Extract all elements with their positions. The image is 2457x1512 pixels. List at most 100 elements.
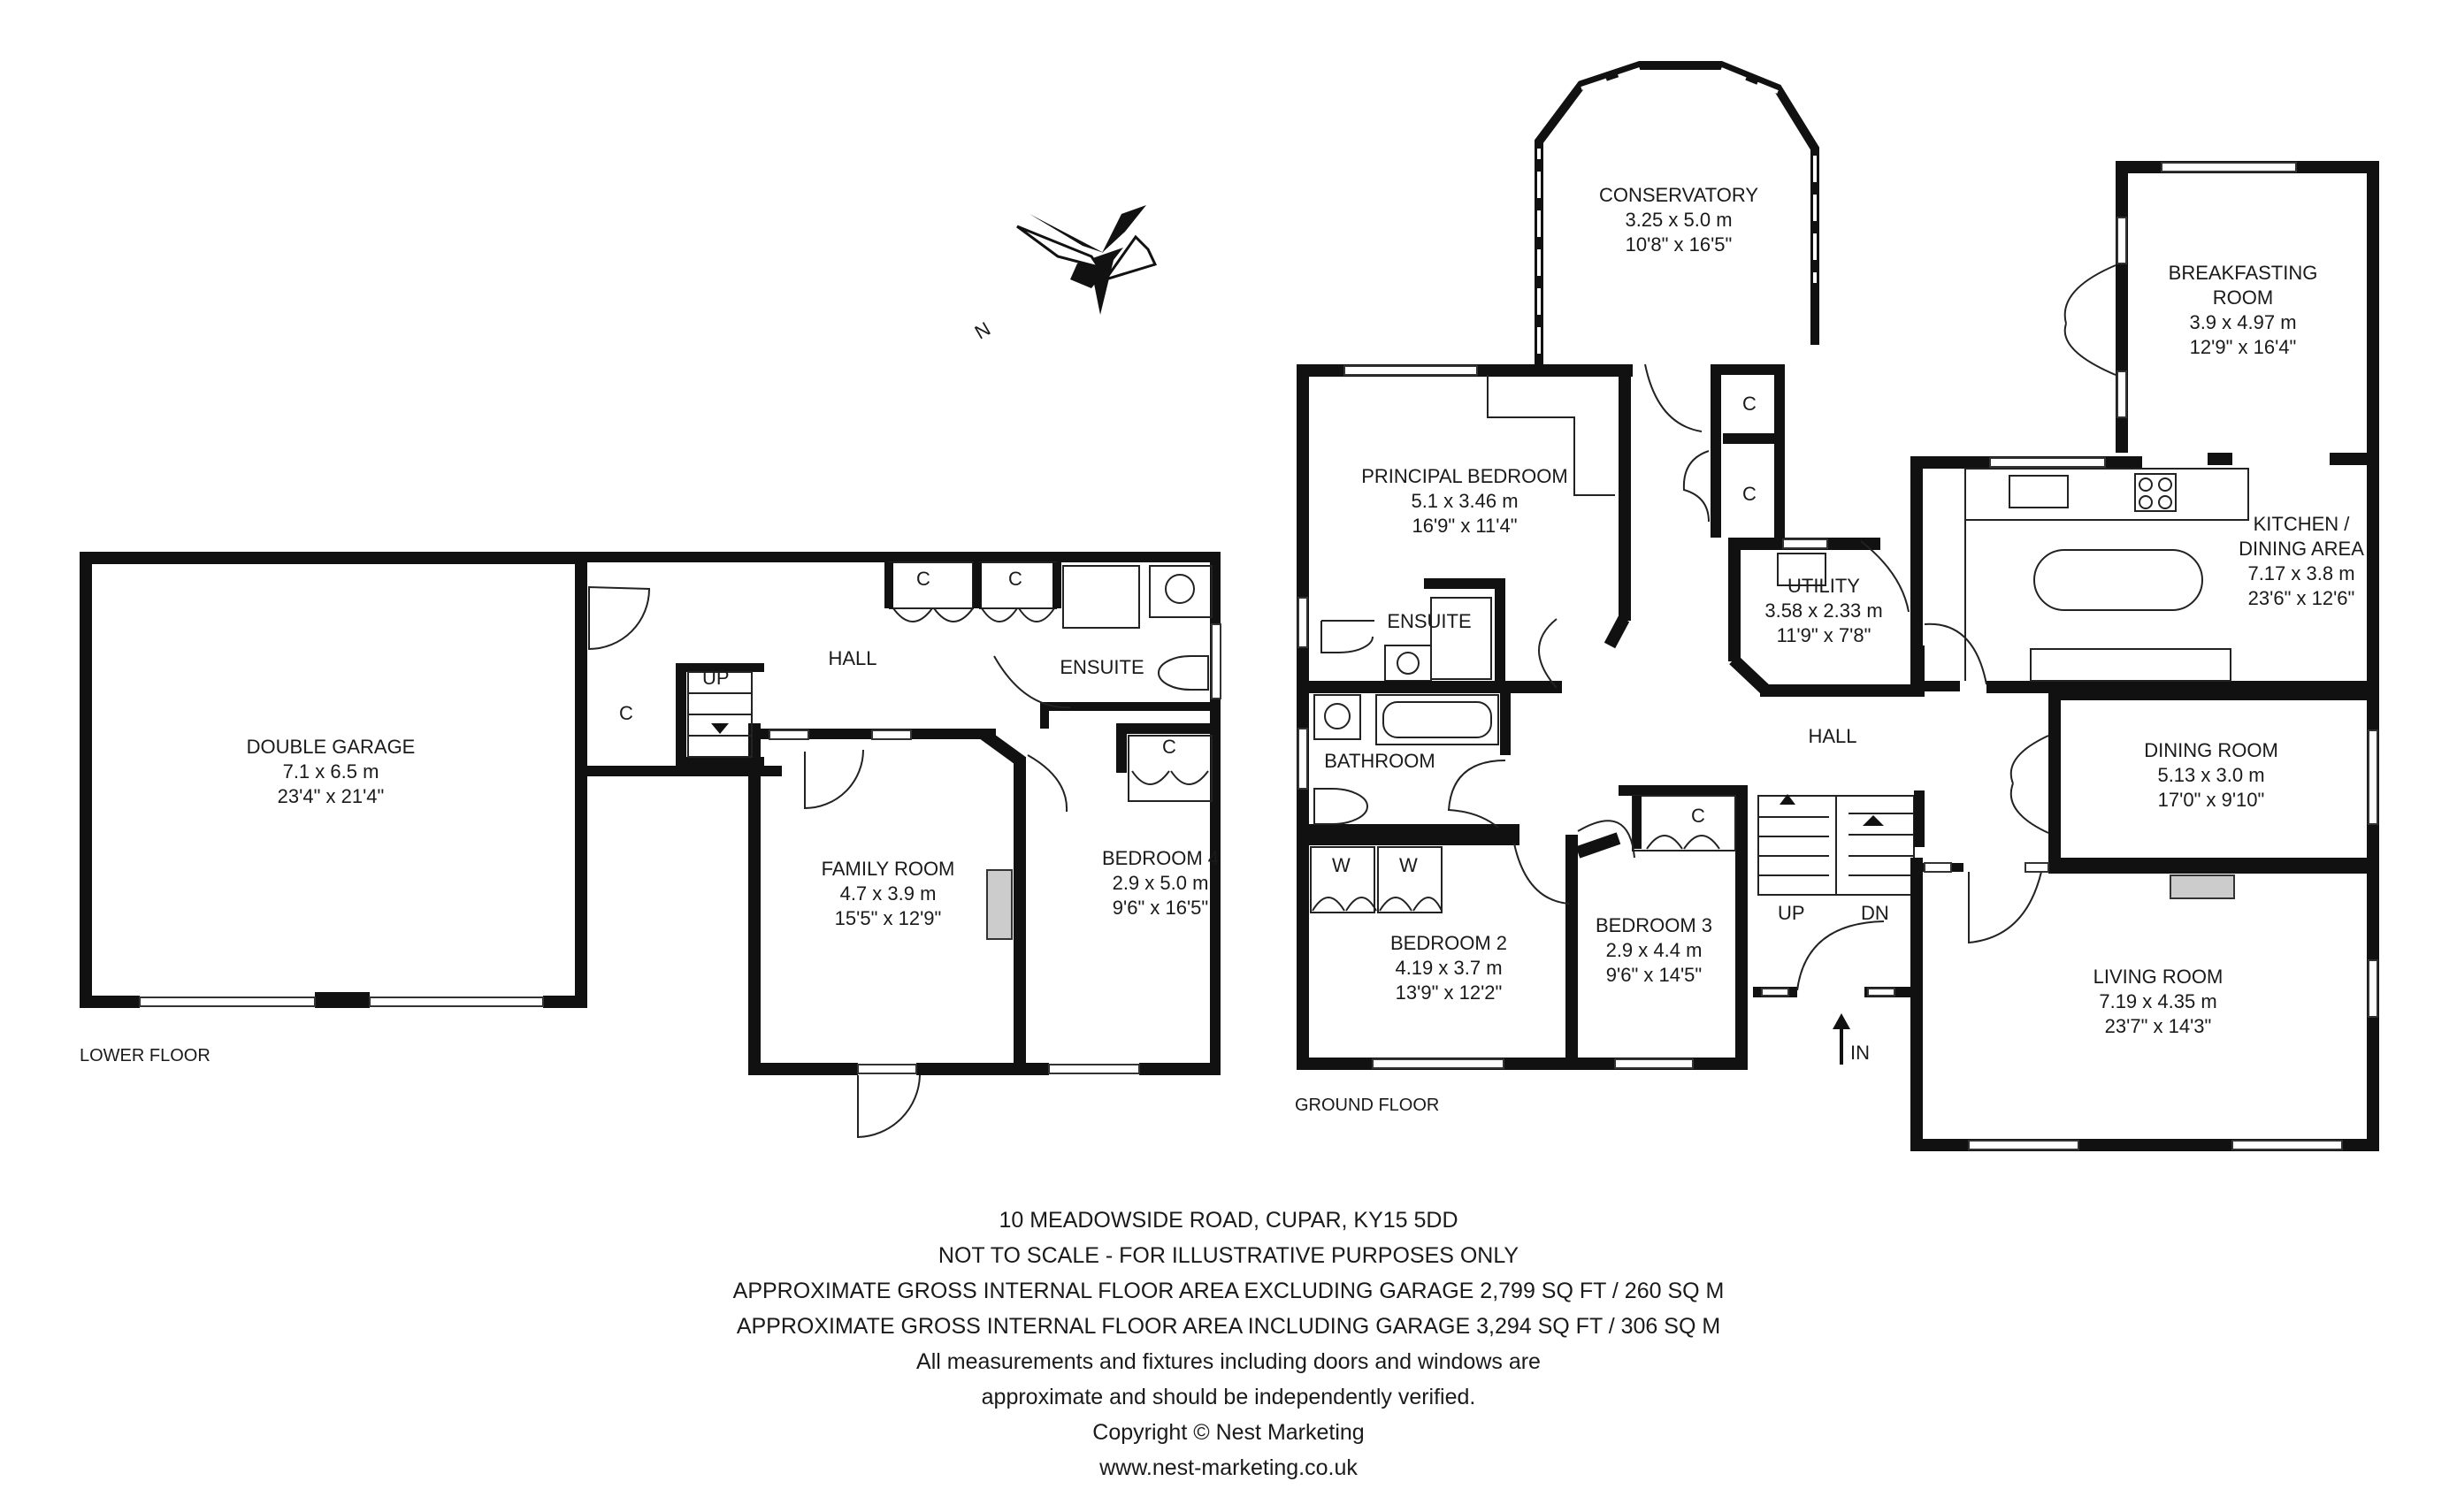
breakfasting-room-dimension-2: 3.9 x 4.97 m (2189, 311, 2296, 333)
scale-note: NOT TO SCALE - FOR ILLUSTRATIVE PURPOSES… (938, 1243, 1519, 1268)
ground-ensuite-shower (1430, 597, 1492, 680)
stair-wall-bottom (676, 757, 764, 769)
compass-arrow-west (1016, 225, 1102, 270)
bathroom-wall-top (1297, 681, 1518, 693)
cupboard-block-right (1774, 364, 1785, 538)
utility-sink (1777, 553, 1826, 586)
bedroom4-door-arc (1027, 754, 1068, 813)
breakfasting-room-dimension-3: 12'9" x 16'4" (2190, 336, 2297, 358)
bedroom2-wall-right (1565, 835, 1578, 1070)
kitchen-window-top (1989, 457, 2106, 468)
bathroom-basin (1313, 694, 1361, 740)
bedroom-2-name: BEDROOM 2 (1390, 932, 1507, 954)
property-address: 10 MEADOWSIDE ROAD, CUPAR, KY15 5DD (999, 1208, 1458, 1233)
ensuite-basin (1149, 565, 1213, 618)
bedroom4-wall-top (1118, 723, 1221, 734)
bedroom4-wall-left (1116, 723, 1127, 773)
family-window-bottom (857, 1064, 917, 1074)
double-garage-dimension-2: 23'4" x 21'4" (278, 785, 385, 807)
hall-living-window (1924, 862, 1952, 873)
plan-footer: 10 MEADOWSIDE ROAD, CUPAR, KY15 5DD NOT … (0, 1203, 2457, 1485)
dining-room-dimension-2: 17'0" x 9'10" (2158, 789, 2265, 811)
conservatory-name: CONSERVATORY (1599, 184, 1758, 206)
gf-stair-down-label: DN (1861, 902, 1889, 924)
hall-lower-name: HALL (828, 647, 876, 669)
family-window-top-2 (871, 729, 912, 740)
bedroom4-cupboard (1128, 735, 1213, 802)
kitchen-worktop-bottom (2030, 648, 2231, 682)
principal-wall-left (1297, 364, 1309, 1070)
bedroom3-angled-wall (1575, 832, 1621, 859)
hall-front-window-right (1867, 988, 1895, 997)
conservatory-dimension-2: 10'8" x 16'5" (1626, 233, 1733, 256)
kitchen-island (2033, 549, 2203, 611)
bedroom3-wall-right (1735, 785, 1748, 1070)
stair-down-arrow-icon (1863, 815, 1884, 826)
cupboard-block-left (1711, 364, 1721, 538)
kitchen-dining-name: KITCHEN / (2254, 513, 2351, 535)
living-window-right (2368, 959, 2378, 1018)
bedroom2-window-bottom (1372, 1058, 1504, 1069)
double-garage-dimension-1: 7.1 x 6.5 m (283, 760, 379, 783)
compass-arrow-long-north (1029, 214, 1104, 253)
kitchen-dining-dimension-2: 7.17 x 3.8 m (2247, 562, 2354, 584)
entrance-label: IN (1850, 1042, 1870, 1064)
website-link[interactable]: www.nest-marketing.co.uk (1099, 1455, 1358, 1480)
bedroom-3-name: BEDROOM 3 (1596, 914, 1712, 936)
lower-wall-bottom-mid (916, 1063, 1049, 1075)
hall-right-wall (1914, 790, 1925, 847)
cupboard-door-arc (892, 607, 1055, 622)
ground-ensuite-basin-bowl (1397, 652, 1420, 675)
bathroom-wall-bottom (1297, 824, 1519, 836)
bathroom-door-arc (1447, 760, 1506, 829)
ground-floor-label: GROUND FLOOR (1295, 1096, 1439, 1115)
bathroom-toilet (1313, 788, 1368, 825)
hob-ring-1 (2139, 477, 2153, 492)
bedroom3-cupboard (1632, 795, 1736, 851)
gf-stair-up-label: UP (1778, 902, 1805, 924)
bathroom-bath-inner (1382, 701, 1492, 738)
living-room-name: LIVING ROOM (2093, 966, 2224, 988)
cupboard-wall-right (676, 663, 686, 776)
hall-cupboard-divider-3 (1052, 562, 1061, 608)
garage-wall-bottom-mid (315, 992, 370, 1008)
dining-wall-top (2048, 688, 2379, 700)
hob-ring-2 (2158, 477, 2172, 492)
ground-floor: GROUND FLOOR (1295, 61, 2379, 1151)
ensuite-lower-name: ENSUITE (1060, 656, 1144, 678)
ensuite-wall-bottom (1040, 702, 1221, 711)
bedroom3-cupboard-wall (1633, 796, 1642, 849)
bathroom-bath (1375, 694, 1499, 745)
copyright: Copyright © Nest Marketing (1092, 1420, 1365, 1445)
hall-stair-treads (1758, 796, 1914, 895)
bedroom-4-dimension-2: 9'6" x 16'5" (1113, 897, 1208, 919)
bedroom3-window-bottom (1614, 1058, 1694, 1069)
bedroom3-wall-top (1619, 785, 1742, 796)
family-room-dimension-1: 4.7 x 3.9 m (840, 882, 937, 905)
bedroom-3-dimension-2: 9'6" x 14'5" (1606, 964, 1702, 986)
bedroom-2-dimension-1: 4.19 x 3.7 m (1395, 957, 1502, 979)
bathroom-wall-right (1500, 691, 1511, 755)
cupboard-block-mid (1723, 433, 1785, 444)
compass-north-letter: N (971, 317, 994, 344)
family-room-wall-right (1014, 757, 1026, 1075)
utility-door-arc (1860, 540, 1910, 613)
family-window-top (769, 729, 809, 740)
principal-ensuite-wall-right (1495, 578, 1505, 690)
disclaimer-line-1: All measurements and fixtures including … (916, 1349, 1541, 1374)
front-door-arc (1796, 920, 1885, 991)
gf-cupboard-1-label: C (1742, 393, 1757, 415)
family-fireplace (986, 869, 1013, 940)
utility-window-top (1782, 538, 1828, 549)
principal-inner-line (1487, 375, 1615, 496)
bathroom-window (1297, 728, 1308, 790)
bedroom-4-dimension-1: 2.9 x 5.0 m (1113, 872, 1209, 894)
hall-cupboard-1-label: C (916, 568, 930, 590)
utility-name: UTILITY (1787, 575, 1860, 597)
stair-treads (688, 692, 752, 737)
garage-wall-bottom-left (80, 996, 140, 1008)
breakfast-window-left-2 (2116, 370, 2127, 418)
lower-floor: LOWER FLOOR (80, 552, 1221, 1139)
stair-wall (676, 663, 764, 672)
living-room-dimension-2: 23'7" x 14'3" (2105, 1015, 2212, 1037)
